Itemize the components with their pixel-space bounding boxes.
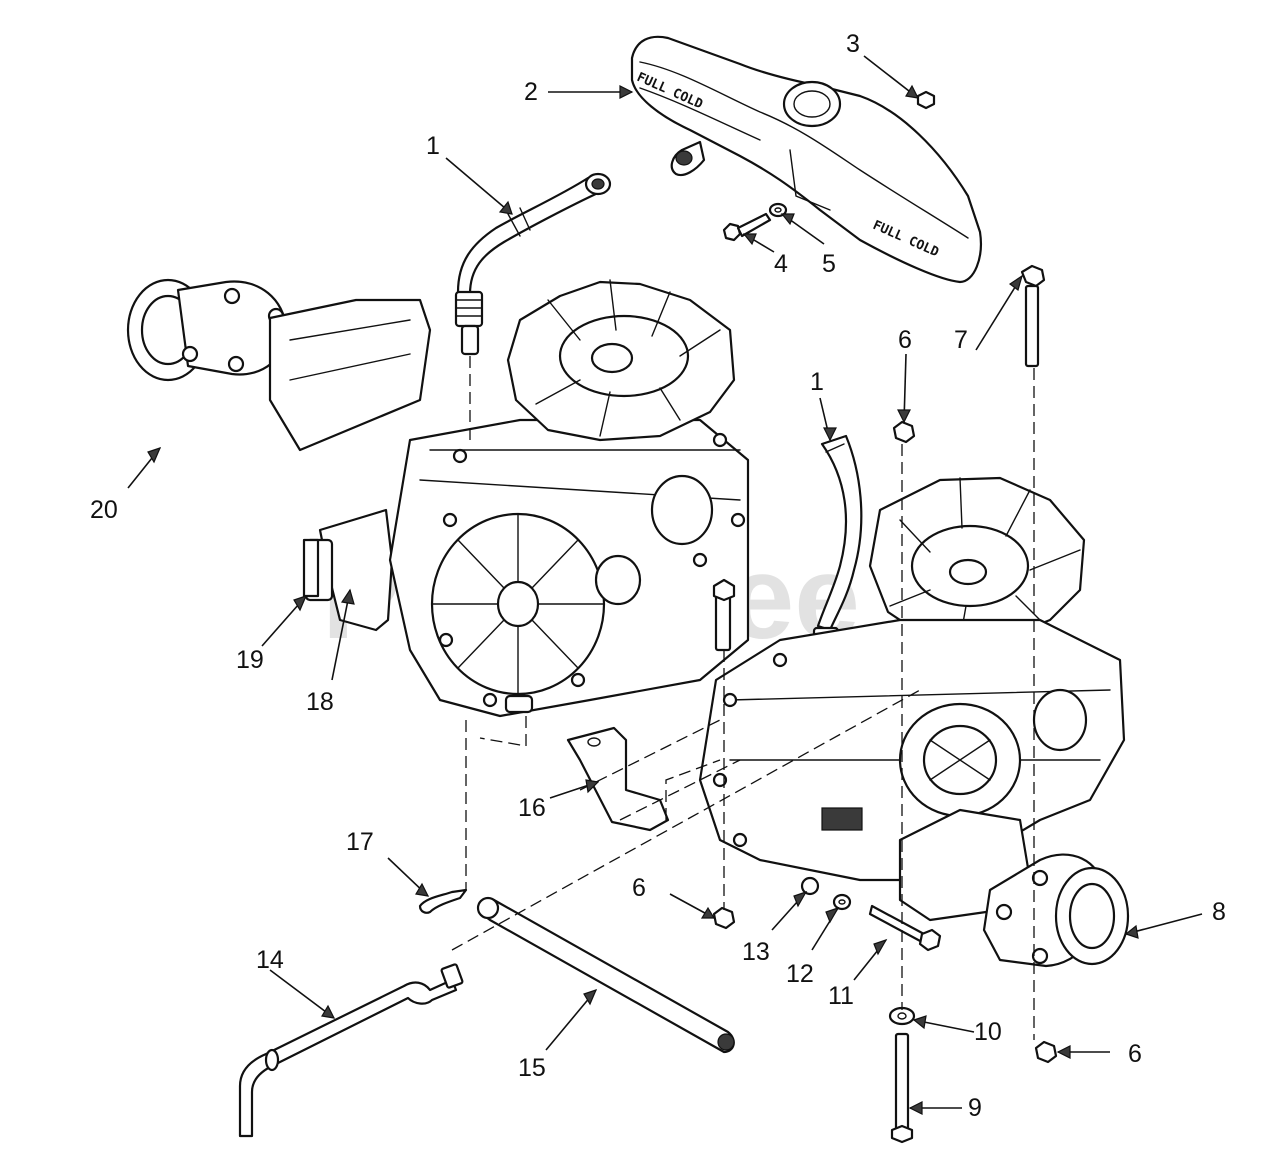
washer-5 (768, 202, 788, 218)
bolt-left-vertical (712, 578, 736, 652)
transmission-right (698, 434, 1130, 968)
leader-arrowheads (147, 84, 1139, 1115)
callout-20: 20 (90, 496, 118, 524)
callout-5: 5 (822, 250, 836, 278)
tube-15 (476, 896, 735, 1054)
nut-3 (916, 90, 936, 110)
callout-labels: 1 1 2 3 4 5 6 6 6 7 8 9 10 11 12 13 14 1… (90, 30, 1226, 1122)
washer-10 (888, 1006, 916, 1026)
clip-17 (418, 888, 468, 914)
callout-1-left: 1 (426, 132, 440, 160)
callout-8: 8 (1212, 898, 1226, 926)
callout-7: 7 (954, 326, 968, 354)
callout-11: 11 (828, 982, 854, 1010)
hose-left (454, 172, 612, 356)
callout-9: 9 (968, 1094, 982, 1122)
bolt-11 (868, 904, 942, 952)
callout-6-right: 6 (1128, 1040, 1142, 1068)
bolt-9 (890, 1032, 914, 1144)
linkage-rod-14 (238, 963, 464, 1138)
bolt-7 (1020, 264, 1046, 368)
callout-2: 2 (524, 78, 538, 106)
callout-3: 3 (846, 30, 860, 58)
nut-6-top (892, 420, 916, 444)
expansion-tank: FULL COLD FULL COLD (630, 35, 982, 284)
callout-4: 4 (774, 250, 788, 278)
callout-6-top: 6 (898, 326, 912, 354)
assembly-line-3 (479, 716, 527, 747)
washer-12 (832, 893, 852, 911)
callout-17: 17 (346, 828, 374, 856)
callout-13: 13 (742, 938, 770, 966)
callout-19: 19 (236, 646, 264, 674)
callout-18: 18 (306, 688, 334, 716)
callout-6-left: 6 (632, 874, 646, 902)
callout-14: 14 (256, 946, 284, 974)
bolt-4 (722, 212, 772, 242)
pin-13 (800, 876, 820, 896)
callout-16: 16 (518, 794, 546, 822)
bracket-16-guide (579, 719, 741, 821)
leader-lines (127, 55, 1203, 1109)
callout-15: 15 (518, 1054, 546, 1082)
callout-10: 10 (974, 1018, 1002, 1046)
nut-6-left (712, 906, 736, 930)
bracket-16 (566, 726, 670, 832)
callout-12: 12 (786, 960, 814, 988)
nut-6-right (1034, 1040, 1058, 1064)
callout-1-right: 1 (810, 368, 824, 396)
transmission-left (126, 278, 750, 718)
